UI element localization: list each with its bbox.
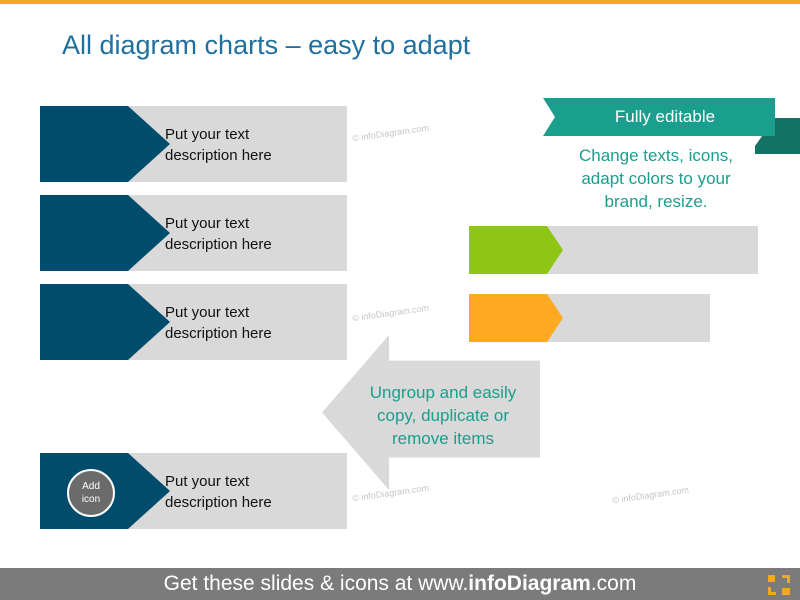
- footer-prefix: Get these slides & icons at www.: [163, 572, 469, 595]
- row-text-line-2: description here: [165, 147, 272, 164]
- list-item: Put your text description here: [40, 284, 347, 360]
- green-chevron: [469, 226, 563, 274]
- footer-bar: Get these slides & icons at www.infoDiag…: [0, 568, 800, 600]
- orange-chevron: [469, 294, 563, 342]
- row-text-line-1: Put your text: [165, 473, 250, 490]
- ribbon-desc-line-1: Change texts, icons,: [578, 146, 734, 165]
- row-text-line-2: description here: [165, 325, 272, 342]
- arrow-text-line-1: Ungroup and easily: [369, 383, 517, 402]
- list-item: Put your text description here: [40, 106, 347, 182]
- watermark: © infoDiagram.com: [611, 484, 690, 506]
- add-icon-label-1: Add: [82, 481, 100, 492]
- row-text-line-2: description here: [165, 494, 272, 511]
- infodiagram-logo-icon: [768, 575, 790, 595]
- row-text-line-1: Put your text: [165, 126, 250, 143]
- ribbon-desc-line-2: adapt colors to your: [581, 169, 731, 188]
- list-item: Put your text description here: [40, 195, 347, 271]
- footer-suffix: .com: [590, 572, 637, 595]
- row-text-line-1: Put your text: [165, 215, 250, 232]
- row-text-line-2: description here: [165, 236, 272, 253]
- ribbon-description: Change texts, icons, adapt colors to you…: [563, 144, 749, 213]
- ribbon-banner: [543, 98, 775, 136]
- footer-brand: infoDiagram: [468, 572, 591, 595]
- arrow-text: Ungroup and easily copy, duplicate or re…: [358, 381, 528, 450]
- arrow-text-line-3: remove items: [391, 429, 495, 448]
- orange-bar: [469, 294, 710, 342]
- row-text: Put your text description here: [165, 302, 272, 344]
- ribbon-desc-line-3: brand, resize.: [604, 192, 708, 211]
- row-text-line-1: Put your text: [165, 304, 250, 321]
- row-text: Put your text description here: [165, 471, 272, 513]
- watermark: © infoDiagram.com: [351, 122, 430, 144]
- page-title: All diagram charts – easy to adapt: [62, 30, 471, 60]
- row-text: Put your text description here: [165, 213, 272, 255]
- list-item: Add icon Put your text description here: [40, 453, 347, 529]
- footer-text[interactable]: Get these slides & icons at www.infoDiag…: [0, 568, 800, 600]
- row-text: Put your text description here: [165, 124, 272, 166]
- arrow-text-line-2: copy, duplicate or: [377, 406, 509, 425]
- watermark: © infoDiagram.com: [351, 482, 430, 504]
- green-bar: [469, 226, 758, 274]
- add-icon-label-2: icon: [81, 494, 101, 505]
- ribbon-label: Fully editable: [614, 107, 716, 126]
- watermark: © infoDiagram.com: [351, 302, 430, 324]
- add-icon-placeholder[interactable]: Add icon: [67, 469, 115, 517]
- top-accent-bar: [0, 0, 800, 4]
